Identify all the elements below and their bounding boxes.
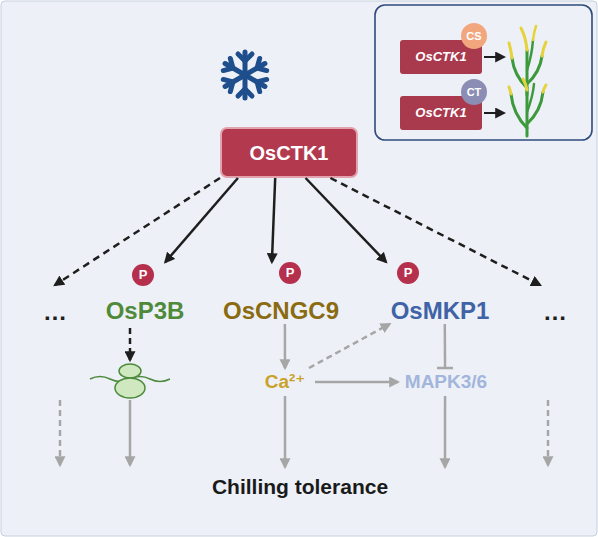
node-text: … xyxy=(43,299,67,325)
arrow-connector xyxy=(284,396,287,467)
node-text: OsCNGC9 xyxy=(223,298,339,324)
inset-frame xyxy=(375,5,592,140)
arrow-connector xyxy=(330,178,540,285)
node-text: … xyxy=(543,299,567,325)
ellipsis-node: … xyxy=(35,285,75,325)
phospho-circle: P xyxy=(132,264,154,286)
substrate-label: OsCNGC9 P xyxy=(216,262,346,324)
node-text: Chilling tolerance xyxy=(212,475,388,498)
node-text: OsP3B xyxy=(106,298,185,324)
phospho-circle: P xyxy=(397,262,419,284)
node-text: OsCTK1 xyxy=(250,142,329,164)
arrow-connector xyxy=(315,381,398,384)
small-subunit xyxy=(119,364,141,378)
snowflake-icon xyxy=(222,52,269,98)
condition-circle: CS xyxy=(461,23,487,49)
arrow-connector xyxy=(272,178,275,262)
sensitive-plant xyxy=(509,26,546,95)
kinase-label: MAPK3/6 xyxy=(398,368,494,396)
arrow-connector xyxy=(444,396,447,467)
inhibition-connector xyxy=(444,324,447,368)
arrow-connector xyxy=(55,178,220,285)
arrow-connector xyxy=(309,324,390,368)
outcome-label: Chilling tolerance xyxy=(100,467,500,507)
pathway-arrow xyxy=(547,400,550,465)
pathway-arrow xyxy=(129,400,132,465)
pathway-arrow xyxy=(59,400,62,465)
node-text: CS xyxy=(466,30,481,42)
node-text: CT xyxy=(467,86,482,98)
node-text: OsCTK1 xyxy=(415,50,466,64)
node-text: OsMKP1 xyxy=(391,298,490,324)
arrow-connector xyxy=(284,324,287,368)
static-arrows xyxy=(60,57,548,465)
arrow-connector xyxy=(306,178,386,262)
ellipsis-node: … xyxy=(530,285,580,325)
ribosome-icon xyxy=(90,364,170,398)
tolerant-plant xyxy=(509,79,546,136)
phospho-circle: P xyxy=(279,262,301,284)
node-text: P xyxy=(139,268,148,282)
condition-circle: CT xyxy=(461,79,487,105)
substrate-label: OsMKP1 P xyxy=(380,262,500,324)
node-text: MAPK3/6 xyxy=(405,372,487,393)
node-text: OsCTK1 xyxy=(415,106,466,120)
inset-arrow xyxy=(484,56,504,58)
node-text: P xyxy=(286,266,295,280)
ion-label: Ca²⁺ xyxy=(255,368,315,396)
node-text: Ca²⁺ xyxy=(265,372,306,393)
arrow-connector xyxy=(165,178,238,262)
substrate-label: OsP3B P xyxy=(85,262,205,324)
large-subunit xyxy=(115,378,145,398)
kinase-box: OsCTK1 xyxy=(220,127,358,178)
translation-arrow xyxy=(129,328,132,360)
inset-arrow xyxy=(484,112,504,114)
node-text: P xyxy=(404,266,413,280)
